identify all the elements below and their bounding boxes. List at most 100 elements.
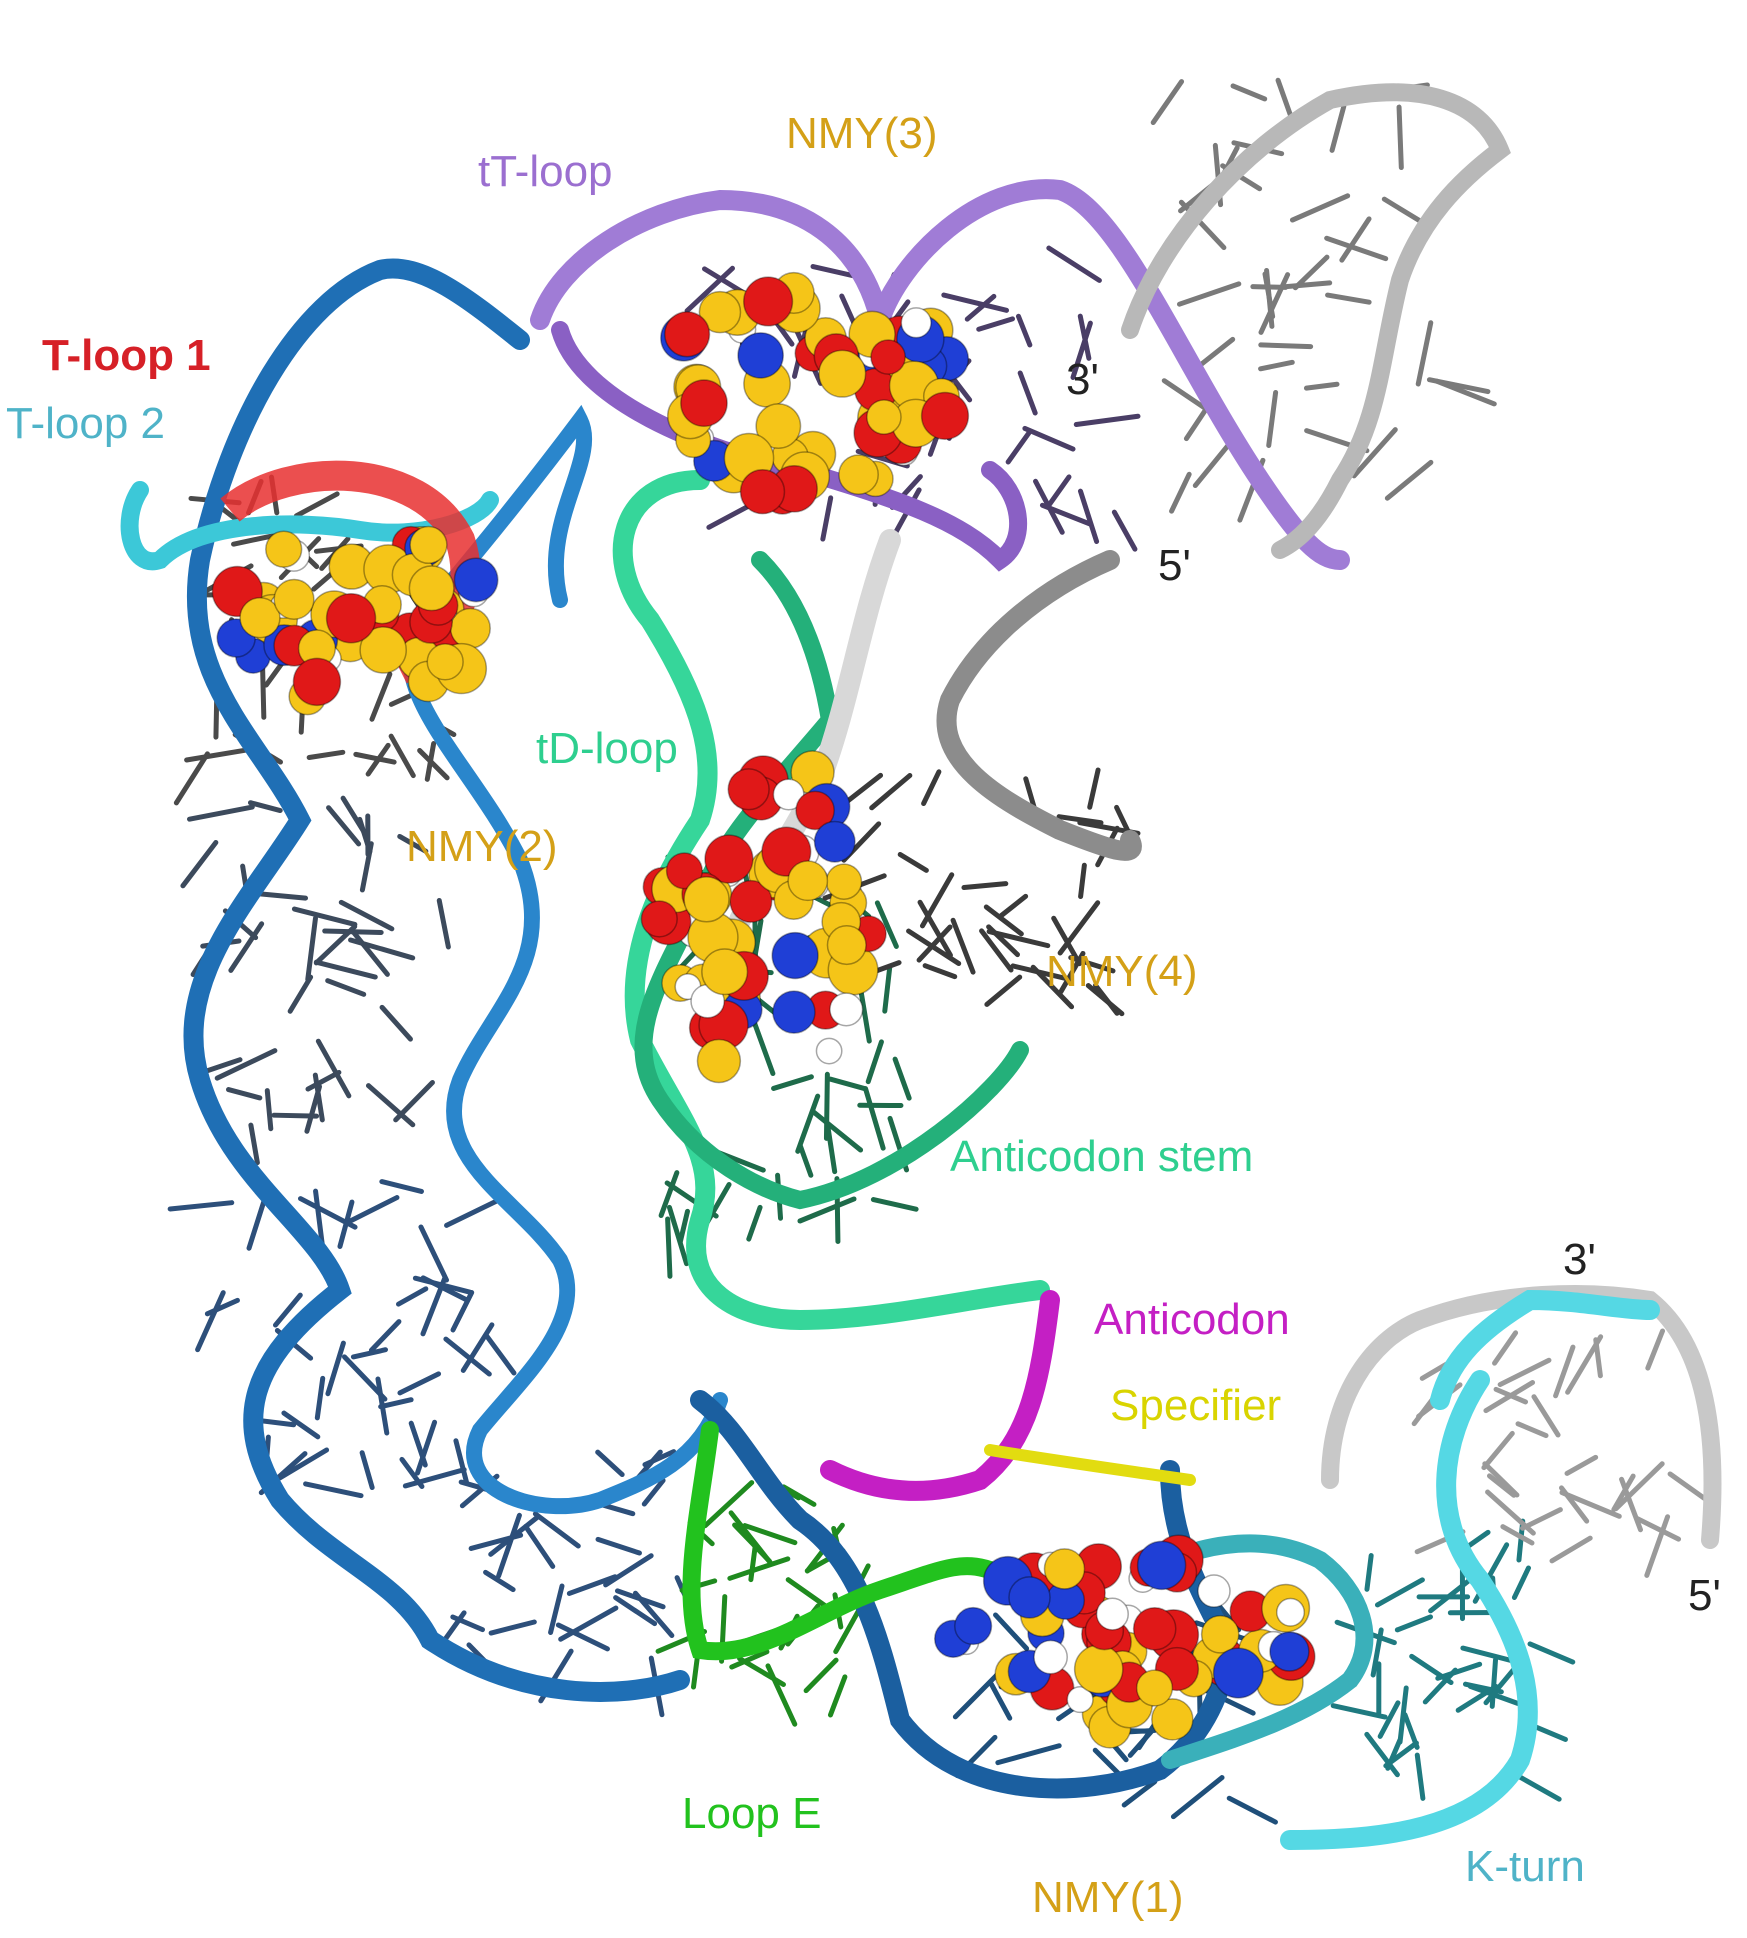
base-stick [294,909,354,924]
atom-sphere [697,1040,740,1083]
base-stick [368,1086,412,1125]
atom-sphere [741,470,785,514]
atom-sphere [427,644,463,680]
atom-sphere [744,277,793,326]
base-stick [603,1505,633,1514]
atom-sphere [665,312,710,357]
base-stick [1278,80,1291,117]
atom-sphere [641,901,677,937]
base-stick [362,1453,372,1488]
base-stick [307,1087,320,1132]
yellow-specifier-ribbon [990,1450,1190,1480]
base-stick [1269,392,1276,445]
label-anticodon-stem: Anticodon stem [950,1135,1253,1179]
base-stick [190,807,253,819]
base-stick [1292,196,1347,220]
atom-sphere [451,609,491,649]
base-stick [989,927,1018,955]
base-stick [535,1514,578,1546]
atom-sphere [827,926,866,965]
base-stick [1386,1743,1417,1766]
base-stick [1049,477,1069,505]
atom-sphere [1134,1608,1176,1650]
base-stick [1518,1424,1546,1436]
atom-sphere [274,579,314,619]
base-stick [526,1526,553,1566]
base-stick [1670,1474,1708,1501]
base-stick [255,893,306,898]
base-stick [873,1200,916,1210]
base-stick [895,1059,909,1098]
base-stick [998,1746,1059,1763]
base-stick [1648,1331,1663,1368]
base-stick [1530,1644,1573,1662]
base-stick [740,1659,784,1685]
base-stick [250,803,280,811]
base-stick [598,1452,622,1474]
base-stick [1076,416,1138,424]
label-five-prime-top: 5' [1158,544,1191,588]
base-stick [1492,1660,1495,1706]
base-stick [1020,373,1035,413]
base-stick [1060,903,1098,953]
base-stick [598,1539,639,1553]
base-stick [561,1608,616,1639]
atom-sphere [681,380,727,426]
atom-sphere [266,531,302,567]
base-stick [229,1090,260,1098]
base-stick [800,1146,810,1175]
base-stick [964,884,1006,888]
base-stick [447,1200,498,1225]
atom-sphere [684,877,729,922]
magenta-anticodon-ribbon [830,1300,1050,1491]
base-stick [328,1343,343,1394]
label-nmy1: NMY(1) [1032,1876,1184,1920]
base-stick [1261,345,1311,347]
atom-sphere [772,933,818,979]
base-stick [925,966,955,977]
base-stick [1081,865,1085,896]
base-stick [1418,323,1431,384]
base-stick [753,1019,773,1073]
atom-sphere [1214,1648,1264,1698]
base-stick [353,1350,385,1357]
base-stick [1516,1775,1559,1799]
atom-sphere [1097,1598,1129,1630]
atom-sphere [1202,1616,1239,1653]
label-tt-loop: tT-loop [478,150,613,194]
label-loop-e: Loop E [682,1792,821,1836]
base-stick [491,1622,534,1633]
atom-sphere [839,455,878,494]
base-stick [198,1293,224,1350]
base-stick [372,674,390,719]
base-stick [1008,433,1029,462]
atom-sphere [702,949,748,995]
base-stick [183,843,216,886]
base-stick [1286,283,1329,287]
base-stick [866,1089,884,1149]
label-anticodon: Anticodon [1094,1298,1290,1342]
label-t-loop-2: T-loop 2 [6,402,165,446]
base-stick [830,1079,865,1089]
label-k-turn: K-turn [1465,1845,1585,1889]
base-stick [1514,1568,1528,1598]
label-three-prime-top: 3' [1066,358,1099,402]
base-stick [1367,1556,1371,1590]
base-stick [371,1322,399,1351]
atom-sphere [728,769,769,810]
base-stick [749,1207,760,1239]
atom-sphere [1034,1641,1067,1674]
atom-sphere [1137,1670,1173,1706]
base-stick [751,1546,755,1580]
atom-sphere [1138,1541,1186,1589]
label-nmy4: NMY(4) [1046,950,1198,994]
atom-sphere [293,658,340,705]
base-stick [813,1111,861,1150]
base-stick [187,750,250,760]
base-stick [1400,1688,1406,1742]
base-stick [668,1219,670,1276]
atom-sphere [871,340,905,374]
base-stick [170,1203,232,1209]
base-stick [830,1677,844,1715]
atom-sphere [773,991,815,1033]
